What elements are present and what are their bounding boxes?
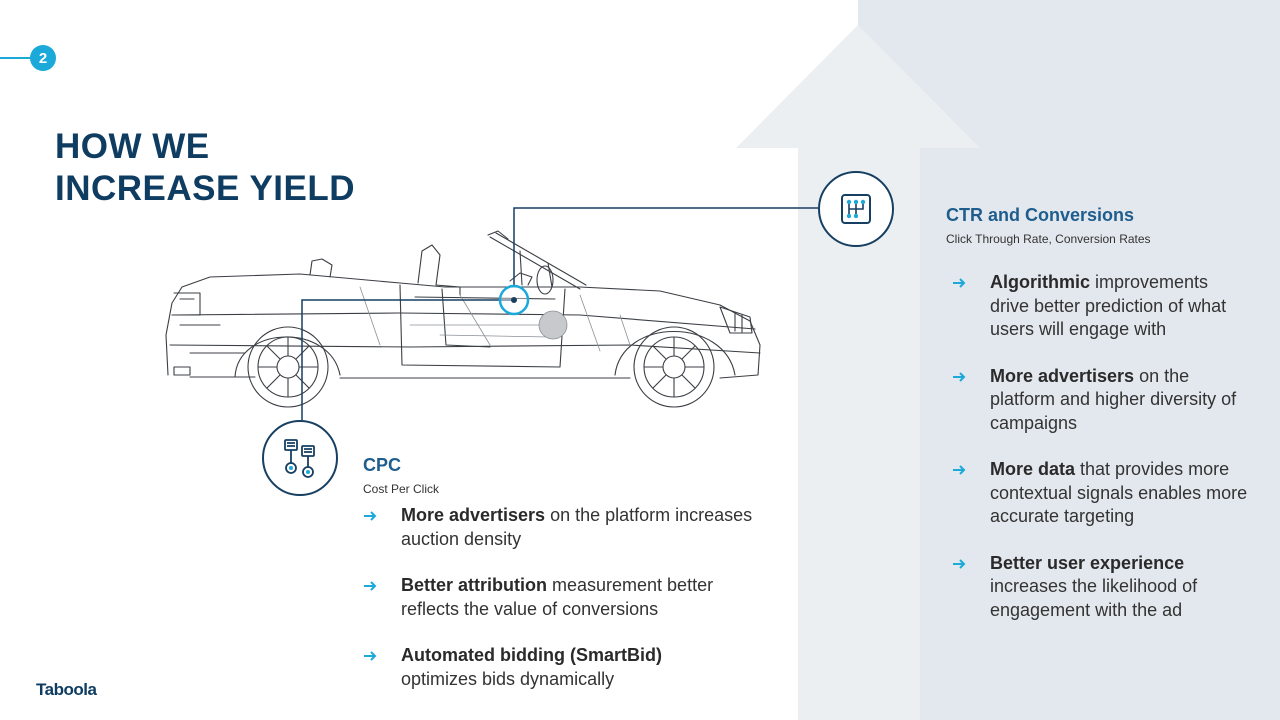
list-item: Better attribution measurement better re… — [363, 574, 773, 621]
page-indicator-line — [0, 57, 34, 59]
list-item: Better user experience increases the lik… — [952, 552, 1252, 623]
cpc-section-title: CPC — [363, 455, 402, 475]
arrow-right-icon — [364, 581, 377, 591]
arrow-right-icon — [953, 558, 966, 569]
ctr-section-subtitle: Click Through Rate, Conversion Rates — [946, 232, 1151, 246]
engine-pistons-icon-circle — [262, 420, 338, 496]
ctr-bullet-list: Algorithmic improvements drive better pr… — [952, 271, 1252, 622]
engine-pistons-icon — [284, 439, 315, 478]
page-number-badge: 2 — [30, 45, 56, 71]
gear-shifter-icon-circle — [818, 171, 894, 247]
list-item: Automated bidding (SmartBid) optimizes b… — [363, 644, 773, 691]
arrow-right-icon — [953, 371, 966, 382]
page-title-line-1: HOW WE — [55, 127, 210, 166]
arrow-right-icon — [953, 465, 966, 475]
list-item: More data that provides more contextual … — [952, 458, 1252, 529]
page-title-line-2: INCREASE YIELD — [55, 169, 356, 208]
page-title: HOW WE INCREASE YIELD — [55, 126, 355, 210]
arrow-right-icon — [364, 651, 377, 661]
list-item: Algorithmic improvements drive better pr… — [952, 271, 1252, 342]
gear-shifter-icon — [841, 194, 871, 224]
arrow-right-icon — [364, 511, 377, 521]
cpc-section-subtitle: Cost Per Click — [363, 482, 440, 496]
ctr-section-title: CTR and Conversions — [946, 205, 1135, 225]
list-item: More advertisers on the platform increas… — [363, 504, 773, 551]
cpc-bullet-list: More advertisers on the platform increas… — [363, 504, 773, 691]
arrow-right-icon — [953, 278, 966, 288]
car-wireframe-illustration — [165, 230, 761, 408]
list-item: More advertisers on the platform and hig… — [952, 365, 1252, 436]
taboola-logo: Taboola — [36, 680, 97, 699]
